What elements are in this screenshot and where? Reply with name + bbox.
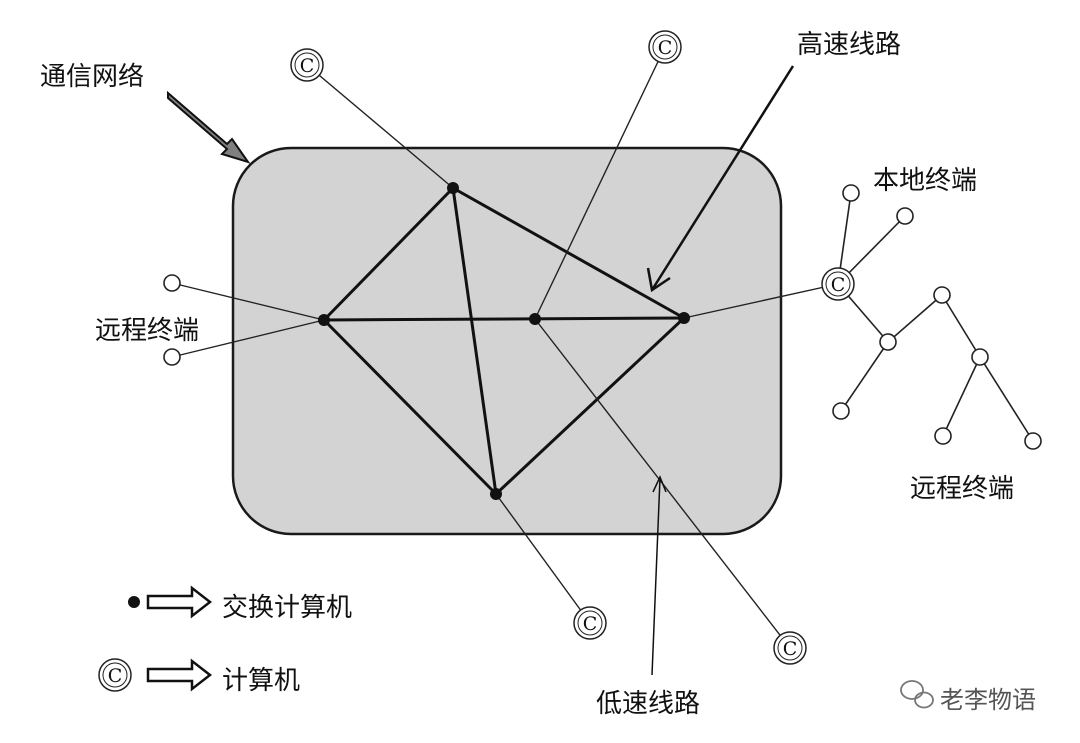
local-terminal-label: 本地终端 <box>873 166 978 196</box>
computer-node: C <box>290 48 324 82</box>
switch-nodes <box>318 182 690 500</box>
remote-terminal-node <box>163 348 181 366</box>
low-speed-line-pointer <box>651 475 667 676</box>
switch-node <box>447 182 459 194</box>
network-label: 通信网络 <box>40 62 145 92</box>
low-speed-line-label: 低速线路 <box>596 689 701 719</box>
tree-node <box>879 333 897 351</box>
remote-terminal-node <box>832 402 850 420</box>
remote-terminal-label-left: 远程终端 <box>95 316 200 346</box>
svg-text:C: C <box>300 55 315 77</box>
tree-node <box>971 348 989 366</box>
terminal-nodes <box>163 184 1042 450</box>
legend: C <box>98 585 213 692</box>
computer-node: C <box>773 631 807 665</box>
local-terminal-node <box>896 207 914 225</box>
high-speed-line-pointer <box>646 65 795 293</box>
svg-text:C: C <box>658 37 673 59</box>
legend-arrow-icon <box>146 658 213 692</box>
computer-node: C <box>573 606 607 640</box>
remote-terminal-node <box>934 427 952 445</box>
switch-node <box>318 314 330 326</box>
legend-arrow-icon <box>146 585 213 619</box>
high-speed-links <box>322 186 686 496</box>
tree-node <box>933 286 951 304</box>
computer-node: C <box>648 30 682 64</box>
legend-switch-dot <box>128 596 140 608</box>
computer-node: C <box>821 267 855 301</box>
high-speed-line-label: 高速线路 <box>797 30 902 60</box>
network-pointer-arrow <box>167 90 251 164</box>
watermark-text: 老李物语 <box>940 686 1036 714</box>
svg-text:C: C <box>108 665 123 687</box>
legend-computer-label: 计算机 <box>222 666 301 696</box>
communication-network-area <box>231 146 783 536</box>
remote-terminal-node <box>163 274 181 292</box>
remote-terminal-label-right: 远程终端 <box>910 474 1015 504</box>
svg-text:C: C <box>583 613 598 635</box>
legend-switch-label: 交换计算机 <box>222 593 353 623</box>
legend-computer-symbol: C <box>98 658 132 692</box>
switch-node <box>678 312 690 324</box>
svg-text:C: C <box>783 638 798 660</box>
svg-text:C: C <box>831 274 846 296</box>
wechat-icon <box>900 680 934 709</box>
local-terminal-node <box>842 184 860 202</box>
remote-terminal-tree <box>837 192 1034 442</box>
switch-node <box>529 313 541 325</box>
remote-terminal-node <box>1024 432 1042 450</box>
switch-node <box>490 488 502 500</box>
